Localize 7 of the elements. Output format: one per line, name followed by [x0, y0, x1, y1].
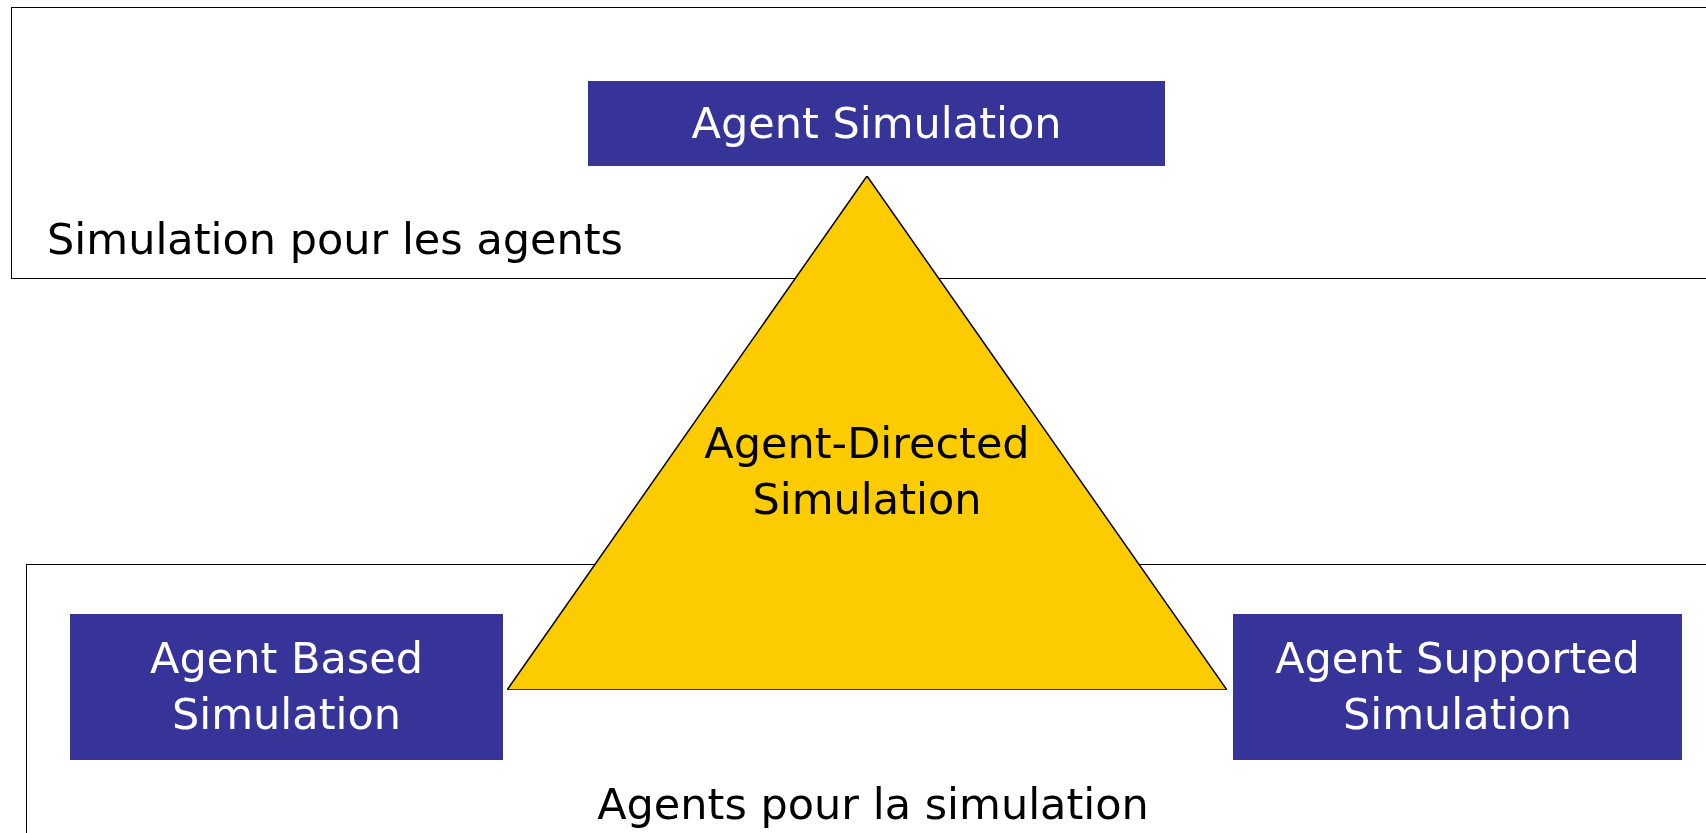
triangle-label: Agent-Directed Simulation	[703, 417, 1031, 526]
group-title: Simulation pour les agents	[47, 218, 623, 261]
group-title: Agents pour la simulation	[597, 783, 1149, 826]
group-frame	[11, 7, 1706, 279]
process-box: Agent Based Simulation	[70, 614, 503, 760]
process-box: Agent Supported Simulation	[1233, 614, 1682, 760]
process-box: Agent Simulation	[588, 81, 1165, 166]
